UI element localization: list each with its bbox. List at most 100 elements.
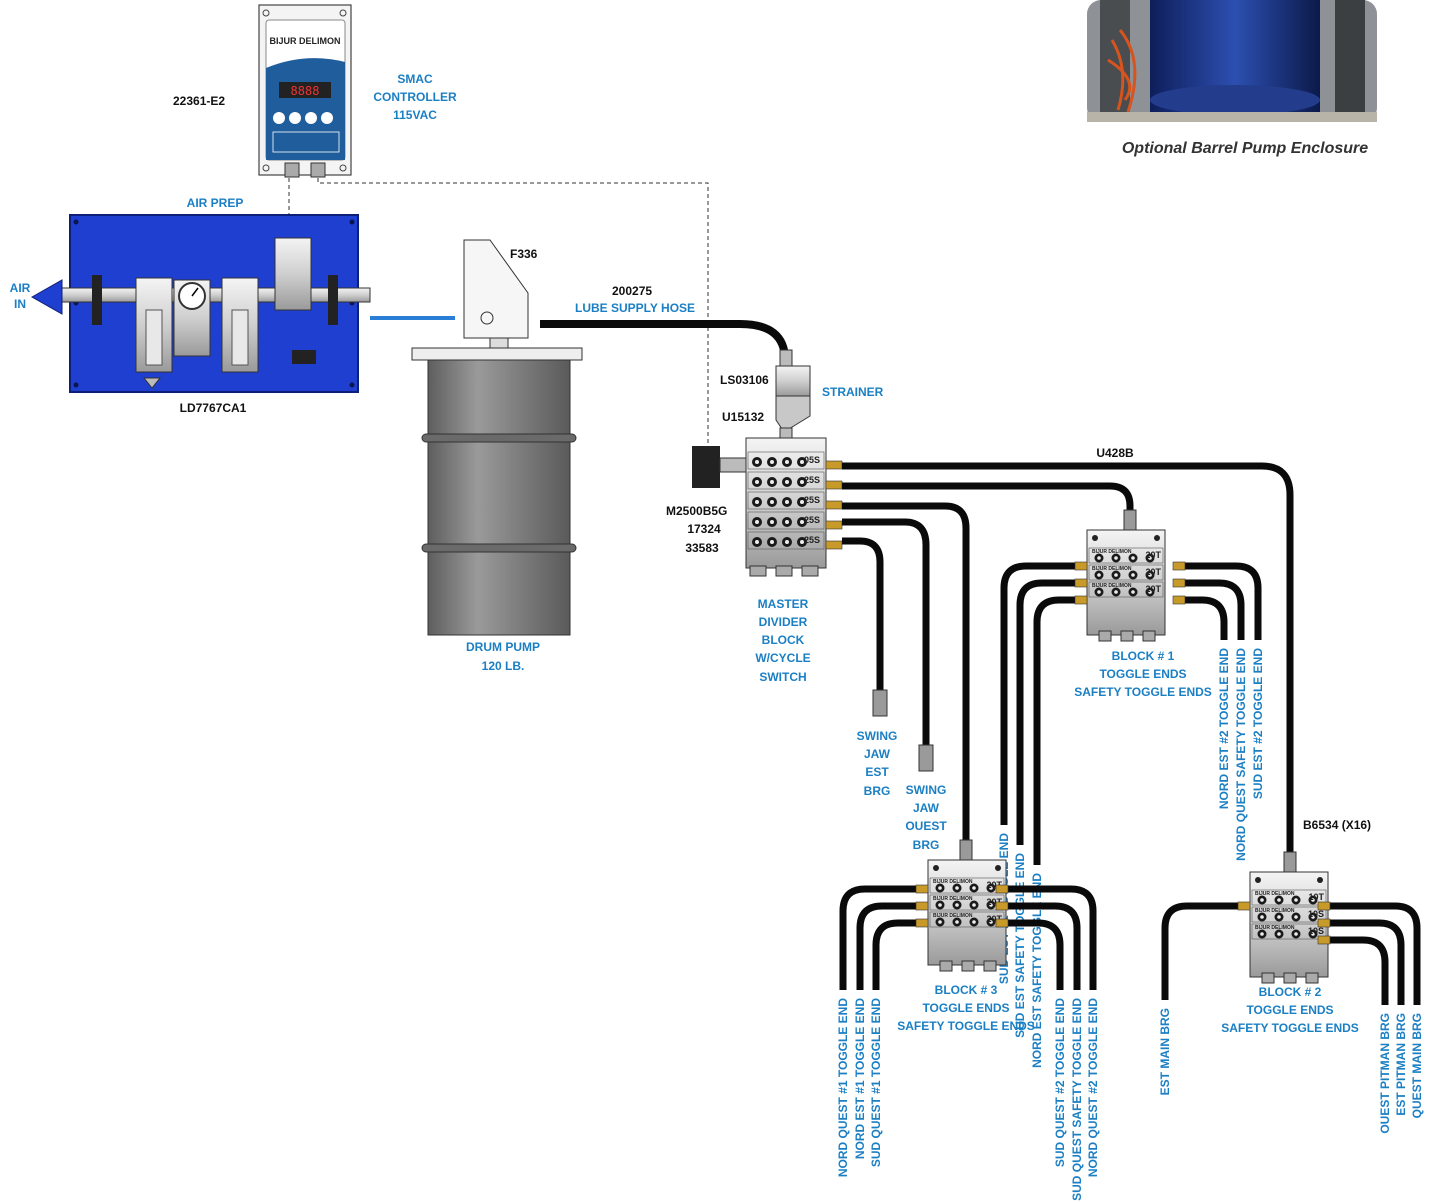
outlet-label: NORD QUEST #1 TOGGLE END — [836, 998, 850, 1177]
block-foot — [1098, 630, 1112, 642]
block-title-line3: SAFETY TOGGLE ENDS — [1221, 1021, 1359, 1035]
block-title-line3: SAFETY TOGGLE ENDS — [897, 1019, 1035, 1033]
port-center-icon — [755, 500, 759, 504]
section-brand: BIJUR DELIMON — [933, 913, 973, 919]
signal-wire-cycle-switch — [317, 178, 709, 445]
strainer-part-number: LS03106 — [720, 373, 769, 387]
drum-pump-label-line1: DRUM PUMP — [466, 640, 540, 654]
port-center-icon — [755, 480, 759, 484]
block-section — [1088, 547, 1164, 564]
outlet-hose-left — [1161, 902, 1238, 1000]
master-section — [747, 471, 825, 490]
port-center-icon — [955, 920, 959, 924]
port-center-icon — [938, 920, 942, 924]
master-section — [747, 451, 825, 470]
outlet-hose-left — [1000, 562, 1075, 825]
block-foot — [1305, 972, 1319, 984]
port-center-icon — [800, 460, 804, 464]
outlet-hose-right — [1008, 902, 1081, 990]
block-foot — [961, 960, 975, 972]
section-code: 20T — [986, 880, 1002, 890]
master-label-line2: DIVIDER — [759, 615, 808, 629]
swing-jaw-est-line1: SWING — [857, 729, 898, 743]
section-brand: BIJUR DELIMON — [1092, 549, 1132, 555]
master-part-number-3: 33583 — [685, 541, 719, 555]
outlet-fitting — [1172, 595, 1186, 605]
port-center-icon — [1294, 898, 1298, 902]
mount-hole-icon — [1317, 877, 1323, 883]
outlet-fitting — [1317, 935, 1331, 945]
port-center-icon — [770, 520, 774, 524]
port-center-icon — [1114, 573, 1118, 577]
feed-hoses — [842, 462, 1294, 852]
outlet-label: EST PITMAN BRG — [1394, 1013, 1408, 1116]
outlet-label: NORD EST #2 TOGGLE END — [1217, 648, 1231, 809]
block-title-line1: BLOCK # 2 — [1259, 985, 1322, 999]
port-center-icon — [770, 460, 774, 464]
controller-label-line2: CONTROLLER — [373, 90, 457, 104]
block-foot — [983, 960, 997, 972]
block-section — [1088, 581, 1164, 598]
reset-button-icon — [289, 112, 301, 124]
outlet-fitting — [825, 460, 843, 470]
hose-swing-jaw-est — [842, 537, 884, 690]
master-section — [747, 511, 825, 530]
port-center-icon — [785, 480, 789, 484]
outlet-label: SUD EST SAFETY TOGGLE END — [1013, 853, 1027, 1038]
port-center-icon — [1097, 590, 1101, 594]
outlet-fitting — [915, 918, 929, 928]
section-brand: BIJUR DELIMON — [1255, 891, 1295, 897]
swing-jaw-est-line4: BRG — [864, 784, 891, 798]
port-center-icon — [770, 540, 774, 544]
port-center-icon — [1148, 573, 1152, 577]
block-foot — [1283, 972, 1297, 984]
hose-assembly-part-number: B6534 (X16) — [1303, 818, 1371, 832]
master-label-line3: BLOCK — [762, 633, 805, 647]
port-center-icon — [1260, 915, 1264, 919]
strainer-label: STRAINER — [822, 385, 884, 399]
block-title-line1: BLOCK # 3 — [935, 983, 998, 997]
master-section — [747, 531, 825, 550]
port-center-icon — [1277, 932, 1281, 936]
port-center-icon — [1097, 573, 1101, 577]
outlet-fitting — [1172, 578, 1186, 588]
outlet-hoses — [1000, 562, 1262, 865]
master-section-code: 25S — [804, 475, 820, 485]
outlet-hose-left — [1016, 579, 1075, 845]
outlet-label: SUD QUEST #1 TOGGLE END — [869, 998, 883, 1167]
outlet-fitting — [1074, 595, 1088, 605]
port-center-icon — [938, 903, 942, 907]
port-center-icon — [770, 480, 774, 484]
outlet-label: OUEST PITMAN BRG — [1378, 1013, 1392, 1134]
outlet-hose-right — [1330, 919, 1405, 1005]
block-title-line2: TOGGLE ENDS — [1246, 1003, 1333, 1017]
outlet-hose-right — [1185, 562, 1262, 640]
divider-block-body — [1249, 871, 1329, 978]
master-section — [747, 491, 825, 510]
controller-display: 8888 — [291, 84, 320, 98]
block-foot — [1142, 630, 1156, 642]
swing-jaw-ouest-line3: OUEST — [905, 819, 947, 833]
port-center-icon — [972, 886, 976, 890]
air-inlet-arrow-icon — [30, 279, 63, 315]
outlet-fitting — [1237, 901, 1251, 911]
block-title-line2: TOGGLE ENDS — [1099, 667, 1186, 681]
port-center-icon — [1260, 898, 1264, 902]
outlet-label: NORD QUEST SAFETY TOGGLE END — [1234, 648, 1248, 861]
hose-swing-jaw-ouest — [842, 518, 930, 745]
port-center-icon — [989, 903, 993, 907]
pump-part-number: F336 — [510, 247, 538, 261]
port-center-icon — [1131, 590, 1135, 594]
mount-hole-icon — [995, 865, 1001, 871]
port-center-icon — [989, 920, 993, 924]
port-center-icon — [800, 540, 804, 544]
section-brand: BIJUR DELIMON — [1255, 925, 1295, 931]
hose-to-block-1 — [842, 482, 1134, 512]
outlet-label: NORD EST #1 TOGGLE END — [853, 998, 867, 1159]
master-label-line4: W/CYCLE — [755, 651, 810, 665]
outlet-label: SUD QUEST #2 TOGGLE END — [1053, 998, 1067, 1167]
outlet-fitting — [995, 884, 1009, 894]
